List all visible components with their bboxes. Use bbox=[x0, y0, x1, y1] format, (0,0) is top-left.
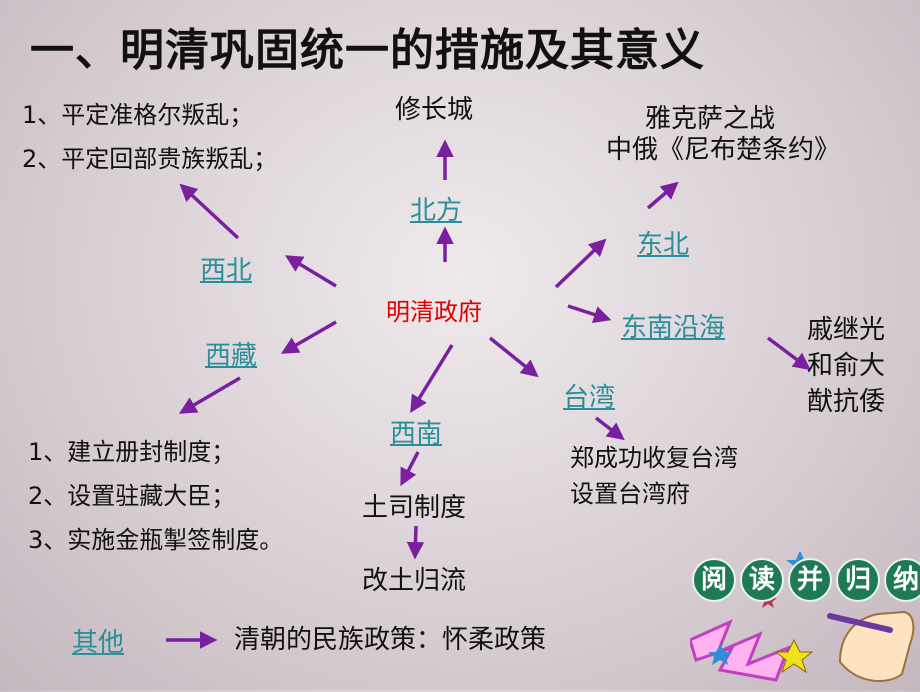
link-northeast[interactable]: 东北 bbox=[637, 230, 690, 260]
badge-char-4: 归 bbox=[836, 558, 880, 602]
link-taiwan[interactable]: 台湾 bbox=[563, 383, 616, 413]
southwest-note-tusi: 土司制度 bbox=[362, 493, 467, 523]
northwest-notes: 1、平定准格尔叛乱； 2、平定回部贵族叛乱； bbox=[22, 98, 277, 176]
tibet-note-1: 1、建立册封制度； bbox=[28, 438, 236, 466]
badge-char-3: 并 bbox=[788, 558, 832, 602]
star-icon-2 bbox=[774, 638, 814, 674]
tibet-note-3: 3、实施金瓶掣签制度。 bbox=[28, 526, 284, 554]
northwest-note-1: 1、平定准格尔叛乱； bbox=[22, 101, 254, 129]
taiwan-note-1: 郑成功收复台湾 bbox=[570, 444, 738, 472]
link-southeast[interactable]: 东南沿海 bbox=[621, 313, 726, 343]
north-note: 修长城 bbox=[395, 95, 474, 125]
northeast-note-1: 雅克萨之战 bbox=[645, 104, 776, 134]
tibet-notes: 1、建立册封制度； 2、设置驻藏大臣； 3、实施金瓶掣签制度。 bbox=[28, 430, 283, 562]
arrow-southwest-to-tusi bbox=[400, 451, 420, 487]
taiwan-note-2: 设置台湾府 bbox=[570, 480, 690, 508]
arrow-tibet-to-notes bbox=[178, 376, 241, 414]
arrow-center-to-northwest bbox=[285, 255, 337, 288]
link-other[interactable]: 其他 bbox=[72, 628, 125, 658]
badge-char-1: 阅 bbox=[692, 558, 736, 602]
arrow-center-to-tibet bbox=[280, 320, 337, 354]
arrow-center-to-northeast bbox=[554, 238, 607, 289]
arrow-southeast-to-notes bbox=[766, 336, 811, 371]
taiwan-notes: 郑成功收复台湾 设置台湾府 bbox=[570, 440, 738, 512]
southeast-note-3: 猷抗倭 bbox=[807, 387, 886, 417]
star-icon-3 bbox=[708, 644, 732, 665]
center-node: 明清政府 bbox=[386, 298, 482, 326]
tibet-note-2: 2、设置驻藏大臣； bbox=[28, 482, 236, 510]
southeast-notes: 戚继光 和俞大 猷抗倭 bbox=[807, 312, 885, 420]
badge-char-2: 读 bbox=[740, 558, 784, 602]
link-southwest[interactable]: 西南 bbox=[390, 419, 443, 449]
arrow-tusi-to-gaitu bbox=[406, 525, 425, 560]
other-policy-text: 清朝的民族政策：怀柔政策 bbox=[234, 625, 547, 655]
link-northwest[interactable]: 西北 bbox=[200, 256, 253, 286]
page-title: 一、明清巩固统一的措施及其意义 bbox=[30, 25, 705, 76]
arrow-northwest-to-notes bbox=[179, 183, 240, 240]
southeast-note-2: 和俞大 bbox=[807, 351, 886, 381]
link-tibet[interactable]: 西藏 bbox=[205, 341, 258, 371]
arrow-taiwan-to-notes bbox=[594, 416, 625, 441]
arrow-center-to-southeast bbox=[567, 304, 612, 323]
southwest-note-gaitu: 改土归流 bbox=[362, 566, 467, 596]
southeast-note-1: 戚继光 bbox=[807, 315, 886, 345]
northeast-note-2: 中俄《尼布楚条约》 bbox=[606, 135, 841, 165]
read-summarize-badge: 阅 读 并 归 纳 bbox=[688, 550, 920, 688]
link-north[interactable]: 北方 bbox=[410, 196, 463, 226]
arrow-northeast-to-notes bbox=[646, 181, 679, 210]
badge-char-5: 纳 bbox=[884, 558, 920, 602]
badge-chars: 阅 读 并 归 纳 bbox=[692, 558, 920, 602]
arrow-center-to-taiwan bbox=[488, 336, 539, 378]
arrow-center-to-southwest bbox=[410, 344, 454, 413]
northwest-note-2: 2、平定回部贵族叛乱； bbox=[22, 145, 278, 173]
